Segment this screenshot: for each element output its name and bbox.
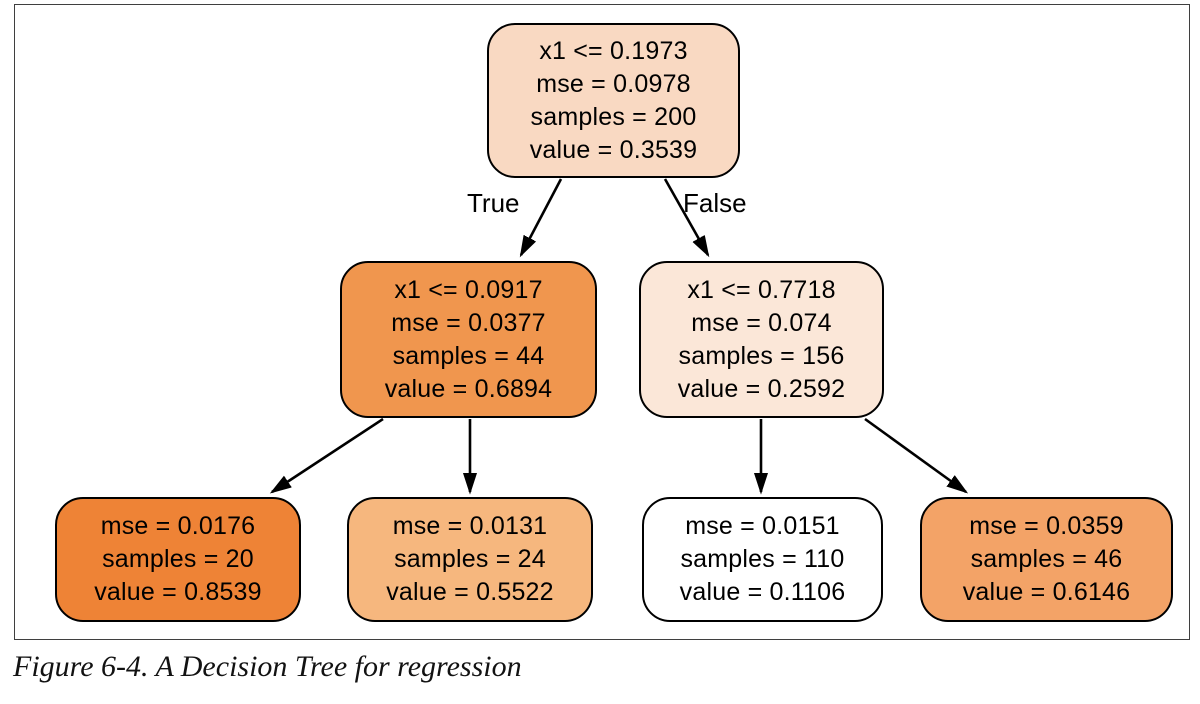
node-mse: mse = 0.0377 xyxy=(391,308,546,337)
node-value: value = 0.6146 xyxy=(962,578,1131,606)
tree-node-leaf-4: mse = 0.0359 samples = 46 value = 0.6146 xyxy=(920,497,1173,622)
tree-node-internal-right: x1 <= 0.7718 mse = 0.074 samples = 156 v… xyxy=(639,261,884,418)
node-value: value = 0.5522 xyxy=(386,578,554,606)
node-samples: samples = 44 xyxy=(392,341,545,370)
node-value: value = 0.3539 xyxy=(529,135,698,164)
node-mse: mse = 0.0978 xyxy=(536,69,691,98)
node-condition: x1 <= 0.7718 xyxy=(687,275,836,304)
diagram-frame: x1 <= 0.1973 mse = 0.0978 samples = 200 … xyxy=(14,4,1190,640)
node-mse: mse = 0.074 xyxy=(691,308,832,337)
node-value: value = 0.8539 xyxy=(94,578,262,606)
node-samples: samples = 46 xyxy=(970,545,1123,573)
tree-node-leaf-3: mse = 0.0151 samples = 110 value = 0.110… xyxy=(642,497,883,622)
node-condition: x1 <= 0.0917 xyxy=(394,275,543,304)
edge-left-to-leaf1 xyxy=(272,417,384,492)
node-value: value = 0.2592 xyxy=(677,374,846,403)
edge-right-to-leaf4 xyxy=(864,417,966,492)
node-mse: mse = 0.0151 xyxy=(685,512,840,540)
node-mse: mse = 0.0359 xyxy=(969,512,1124,540)
tree-node-internal-left: x1 <= 0.0917 mse = 0.0377 samples = 44 v… xyxy=(340,261,597,418)
node-condition: x1 <= 0.1973 xyxy=(539,36,688,65)
node-value: value = 0.1106 xyxy=(679,578,846,606)
edge-label-false: False xyxy=(683,188,747,218)
tree-node-leaf-1: mse = 0.0176 samples = 20 value = 0.8539 xyxy=(55,497,301,622)
node-value: value = 0.6894 xyxy=(384,374,553,403)
node-mse: mse = 0.0176 xyxy=(100,512,256,540)
node-samples: samples = 110 xyxy=(680,545,845,573)
figure-caption: Figure 6-4. A Decision Tree for regressi… xyxy=(13,650,522,683)
tree-node-leaf-2: mse = 0.0131 samples = 24 value = 0.5522 xyxy=(347,497,593,622)
node-samples: samples = 156 xyxy=(678,341,845,370)
node-samples: samples = 20 xyxy=(102,545,254,573)
node-samples: samples = 24 xyxy=(394,545,546,573)
edge-label-true: True xyxy=(467,188,520,218)
tree-node-root: x1 <= 0.1973 mse = 0.0978 samples = 200 … xyxy=(487,23,740,178)
edge-root-to-left xyxy=(521,178,563,255)
node-mse: mse = 0.0131 xyxy=(392,512,548,540)
node-samples: samples = 200 xyxy=(530,102,697,131)
